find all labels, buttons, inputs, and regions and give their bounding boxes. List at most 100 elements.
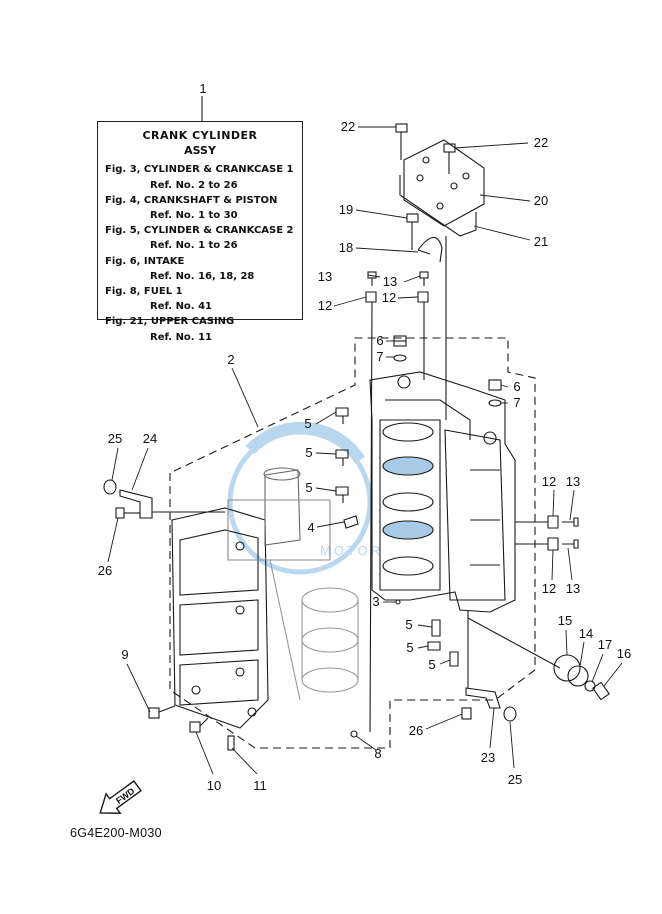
callout-25: 25 xyxy=(107,431,123,446)
clamp-18 xyxy=(417,236,443,263)
fitting-5-6 xyxy=(449,651,459,667)
fitting-5-3 xyxy=(335,486,349,503)
bolt-22-left xyxy=(395,123,408,160)
bolt-10 xyxy=(189,717,209,733)
washer-7-left xyxy=(393,354,407,362)
ref-no-line: Ref. No. 2 to 26 xyxy=(150,179,238,191)
callout-26: 26 xyxy=(97,563,113,578)
fwd-label: FWD xyxy=(114,786,137,806)
ref-no-line: Ref. No. 16, 18, 28 xyxy=(150,270,255,282)
callout-6: 6 xyxy=(376,333,384,348)
fitting-5-2 xyxy=(335,449,349,466)
callout-26: 26 xyxy=(408,723,424,738)
watermark-logo: MOTOR xyxy=(227,421,383,575)
ref-no-line: Ref. No. 41 xyxy=(150,301,213,313)
callout-22: 22 xyxy=(340,119,356,134)
callout-13: 13 xyxy=(382,274,398,289)
fitting-5-4 xyxy=(431,619,441,637)
screw-13-left xyxy=(367,271,377,286)
dowel-3 xyxy=(395,599,401,605)
assembly-dashed-outline xyxy=(169,337,536,749)
fitting-5-1 xyxy=(335,407,349,424)
gasket-14 xyxy=(567,665,589,687)
cover-15 xyxy=(553,654,581,682)
callout-23: 23 xyxy=(480,750,496,765)
callout-17: 17 xyxy=(597,637,613,652)
bracket-24 xyxy=(119,489,153,519)
callout-assembly-1: 1 xyxy=(199,81,207,96)
bolt-26-right xyxy=(461,707,472,720)
callout-13: 13 xyxy=(565,581,581,596)
bracket-23 xyxy=(465,687,501,709)
clip-12-r2 xyxy=(547,537,559,551)
callout-13: 13 xyxy=(317,269,333,284)
crankcase xyxy=(171,507,269,729)
washer-7-right xyxy=(488,399,502,407)
callout-15: 15 xyxy=(557,613,573,628)
ref-no-line: Ref. No. 1 to 26 xyxy=(150,240,238,252)
ref-no-line: Ref. No. 11 xyxy=(150,331,213,343)
callout-10: 10 xyxy=(206,778,222,793)
info-box-title: CRANK CYLINDER xyxy=(142,129,258,142)
clip-12-left xyxy=(365,291,377,303)
fig-ref-line: Fig. 8, FUEL 1 xyxy=(105,286,183,298)
callout-21: 21 xyxy=(533,234,549,249)
fig-ref-line: Fig. 4, CRANKSHAFT & PISTON xyxy=(105,194,278,206)
callout-3: 3 xyxy=(372,594,380,609)
callout-18: 18 xyxy=(338,240,354,255)
bolt-9 xyxy=(148,705,176,719)
callout-5: 5 xyxy=(305,445,313,460)
callout-5: 5 xyxy=(305,480,313,495)
cap-25-right xyxy=(503,706,517,722)
callout-20: 20 xyxy=(533,193,549,208)
stud-11 xyxy=(227,735,235,751)
callout-6: 6 xyxy=(513,379,521,394)
screw-13-r2 xyxy=(562,539,579,549)
screw-13-r1 xyxy=(562,517,579,527)
screw-13-right xyxy=(419,271,429,286)
callout-12: 12 xyxy=(541,474,557,489)
callout-5: 5 xyxy=(304,416,312,431)
callout-5: 5 xyxy=(406,640,414,655)
callout-7: 7 xyxy=(376,349,384,364)
crankshaft-ghost xyxy=(227,467,359,701)
callout-12: 12 xyxy=(381,290,397,305)
callout-25: 25 xyxy=(507,772,523,787)
cap-25-left xyxy=(103,479,117,495)
callout-22: 22 xyxy=(533,135,549,150)
bolt-22-right xyxy=(443,143,456,174)
info-box-subtitle: ASSY xyxy=(184,144,216,158)
callout-24: 24 xyxy=(142,431,158,446)
fig-ref-line: Fig. 6, INTAKE xyxy=(105,255,185,267)
callout-5: 5 xyxy=(428,657,436,672)
reference-info-box: CRANK CYLINDER ASSY Fig. 3, CYLINDER & C… xyxy=(97,121,303,343)
callout-16: 16 xyxy=(616,646,632,661)
ref-no-line: Ref. No. 1 to 30 xyxy=(150,210,238,222)
bolt-16 xyxy=(592,681,610,701)
cylinder-block xyxy=(369,371,516,613)
exhaust-cover xyxy=(399,139,485,237)
callout-12: 12 xyxy=(317,298,333,313)
callout-5: 5 xyxy=(405,617,413,632)
diagram-code: 6G4E200-M030 xyxy=(70,826,162,840)
callout-8: 8 xyxy=(374,746,382,761)
fitting-5-5 xyxy=(427,641,441,651)
bolt-19 xyxy=(406,213,419,250)
callout-leaders xyxy=(107,126,623,775)
callout-14: 14 xyxy=(578,626,594,641)
callout-12: 12 xyxy=(541,581,557,596)
clip-8 xyxy=(350,730,358,738)
pin-4 xyxy=(343,515,359,529)
cover-leader xyxy=(467,617,561,669)
callout-9: 9 xyxy=(121,647,129,662)
fig-ref-line: Fig. 5, CYLINDER & CRANKCASE 2 xyxy=(105,225,294,237)
callout-2: 2 xyxy=(227,352,235,367)
fwd-arrow-icon: FWD xyxy=(99,780,142,814)
watermark-text: MOTOR xyxy=(320,543,383,558)
fig-ref-line: Fig. 21, UPPER CASING xyxy=(105,316,235,328)
callout-7: 7 xyxy=(513,395,521,410)
plug-6-right xyxy=(488,379,502,391)
callout-13: 13 xyxy=(565,474,581,489)
fig-ref-line: Fig. 3, CYLINDER & CRANKCASE 1 xyxy=(105,164,294,176)
